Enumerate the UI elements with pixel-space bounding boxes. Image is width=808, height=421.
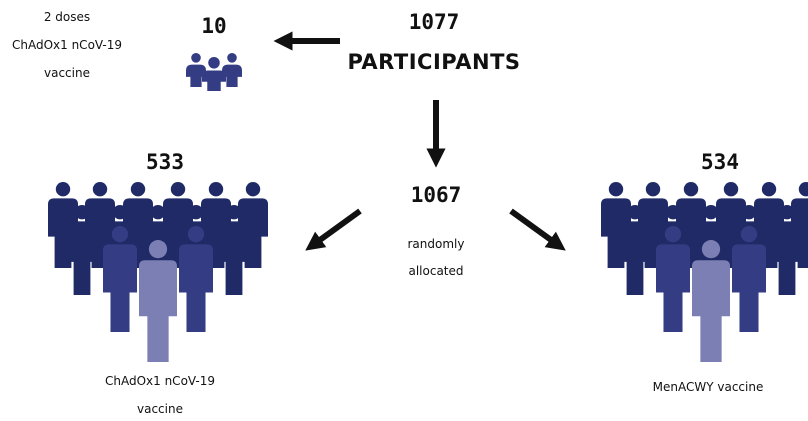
person-icon [67, 205, 97, 295]
right-group-label-line1: MenACWY vaccine [652, 380, 764, 394]
right-group-count: 534 [701, 150, 739, 174]
excluded-desc-line3: vaccine [44, 66, 90, 80]
arrow-to-left-group-icon [305, 208, 362, 251]
participants-label: PARTICIPANTS [347, 50, 521, 74]
excluded-count: 10 [201, 14, 227, 38]
allocated-line1: randomly [407, 237, 465, 251]
person-icon [103, 226, 137, 332]
person-icon [692, 240, 730, 362]
left-group-label-line1: ChAdOx1 nCoV-19 [104, 374, 216, 388]
person-icon [202, 57, 226, 91]
person-icon [222, 53, 242, 87]
allocated-line2: allocated [408, 264, 464, 278]
person-icon [732, 226, 766, 332]
person-icon [620, 205, 650, 295]
left-group-count: 533 [146, 150, 184, 174]
person-icon [139, 240, 177, 362]
person-icon [219, 205, 249, 295]
person-icon [179, 226, 213, 332]
excluded-desc-line1: 2 doses [43, 10, 91, 24]
excluded-desc-line2: ChAdOx1 nCoV-19 [11, 38, 123, 52]
person-icon [656, 226, 690, 332]
person-icon [772, 205, 802, 295]
arrow-to-right-group-icon [509, 208, 566, 251]
participants-count: 1077 [408, 10, 460, 34]
person-icon [186, 53, 206, 87]
allocated-count: 1067 [410, 183, 462, 207]
left-group-label-line2: vaccine [137, 402, 183, 416]
